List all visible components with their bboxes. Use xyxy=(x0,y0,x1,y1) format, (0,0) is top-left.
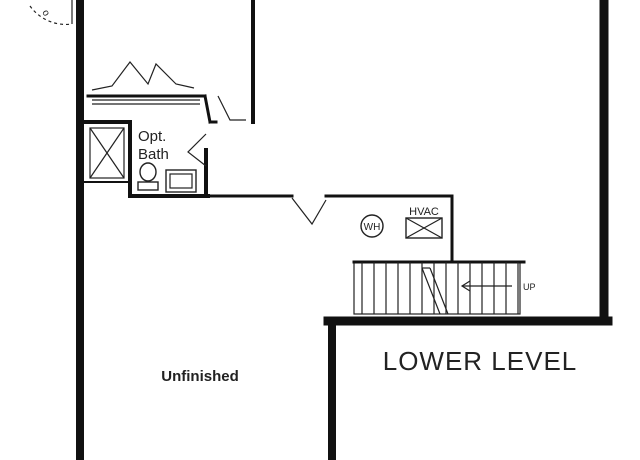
door-swing-top-left: o xyxy=(29,0,73,26)
bath-label-line1: Opt. xyxy=(138,128,166,145)
water-heater-label: WH xyxy=(364,222,381,233)
hvac-label: HVAC xyxy=(409,206,439,218)
svg-text:o: o xyxy=(39,8,52,19)
door-swing-bath xyxy=(187,133,207,167)
unfinished-room-label: Unfinished xyxy=(161,368,239,385)
sink-icon xyxy=(165,169,197,193)
shower-stall xyxy=(89,127,125,179)
stairs-direction-arrow xyxy=(460,280,512,292)
level-title: LOWER LEVEL xyxy=(383,346,578,376)
hvac-unit-icon xyxy=(405,217,443,239)
toilet-icon xyxy=(137,162,159,191)
door-swing-closet xyxy=(217,95,246,121)
water-heater-icon xyxy=(360,214,384,238)
door-swing-mechanical xyxy=(291,197,327,226)
stairs-up-label: UP xyxy=(523,282,536,292)
walls xyxy=(76,0,613,460)
closet-bifold-doors xyxy=(91,61,200,105)
bath-label-line2: Bath xyxy=(138,146,169,163)
staircase xyxy=(352,260,526,315)
